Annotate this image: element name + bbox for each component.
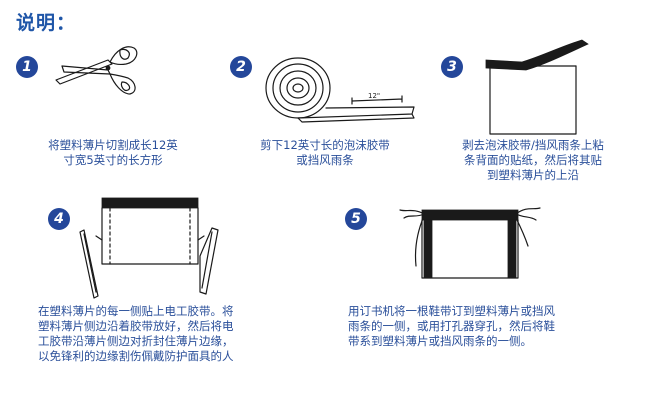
step-4-badge: 4 bbox=[48, 208, 70, 230]
step-2-caption: 剪下12英寸长的泡沫胶带 或挡风雨条 bbox=[250, 138, 400, 168]
step-3-caption: 剥去泡沫胶带/挡风雨条上粘 条背面的贴纸，然后将其贴 到塑料薄片的上沿 bbox=[448, 138, 618, 183]
step-3-line-3: 到塑料薄片的上沿 bbox=[487, 168, 579, 182]
step-3-line-2: 条背面的贴纸，然后将其贴 bbox=[464, 153, 602, 167]
step-5-badge: 5 bbox=[345, 208, 367, 230]
step-5-line-2: 雨条的一侧，或用打孔器穿孔，然后将鞋 bbox=[348, 319, 555, 333]
step-4-line-4: 以免锋利的边缘割伤佩戴防护面具的人 bbox=[38, 349, 234, 363]
foam-tape-roll-icon: 12" bbox=[265, 57, 415, 123]
step-5-caption: 用订书机将一根鞋带订到塑料薄片或挡风 雨条的一侧，或用打孔器穿孔，然后将鞋 带系… bbox=[348, 304, 588, 349]
step-5-line-3: 带系到塑料薄片或挡风雨条的一侧。 bbox=[348, 334, 532, 348]
step-5-line-1: 用订书机将一根鞋带订到塑料薄片或挡风 bbox=[348, 304, 555, 318]
step-2-badge: 2 bbox=[230, 56, 252, 78]
step-1-caption: 将塑料薄片切割成长12英 寸宽5英寸的长方形 bbox=[38, 138, 188, 168]
scissors-icon bbox=[55, 46, 138, 95]
step-1-line-2: 寸宽5英寸的长方形 bbox=[63, 153, 163, 167]
measure-label: 12" bbox=[368, 92, 380, 100]
step-2-line-2: 或挡风雨条 bbox=[296, 153, 354, 167]
step-2-line-1: 剪下12英寸长的泡沫胶带 bbox=[260, 138, 390, 152]
plastic-sheet-with-strip-icon bbox=[485, 39, 589, 135]
page-title: 说明： bbox=[16, 12, 77, 34]
step-4-line-1: 在塑料薄片的每一侧贴上电工胶带。将 bbox=[38, 304, 234, 318]
step-1-badge: 1 bbox=[16, 56, 38, 78]
sheet-with-shoelace-icon bbox=[399, 207, 541, 279]
step-4-line-2: 塑料薄片侧边沿着胶带放好，然后将电 bbox=[38, 319, 234, 333]
step-4-caption: 在塑料薄片的每一侧贴上电工胶带。将 塑料薄片侧边沿着胶带放好，然后将电 工胶带沿… bbox=[38, 304, 288, 364]
step-1-line-1: 将塑料薄片切割成长12英 bbox=[48, 138, 178, 152]
step-3-line-1: 剥去泡沫胶带/挡风雨条上粘 bbox=[462, 138, 604, 152]
step-4-line-3: 工胶带沿薄片侧边对折封住薄片边缘， bbox=[38, 334, 234, 348]
sheet-taped-edges-icon bbox=[79, 197, 219, 299]
step-3-badge: 3 bbox=[441, 56, 463, 78]
